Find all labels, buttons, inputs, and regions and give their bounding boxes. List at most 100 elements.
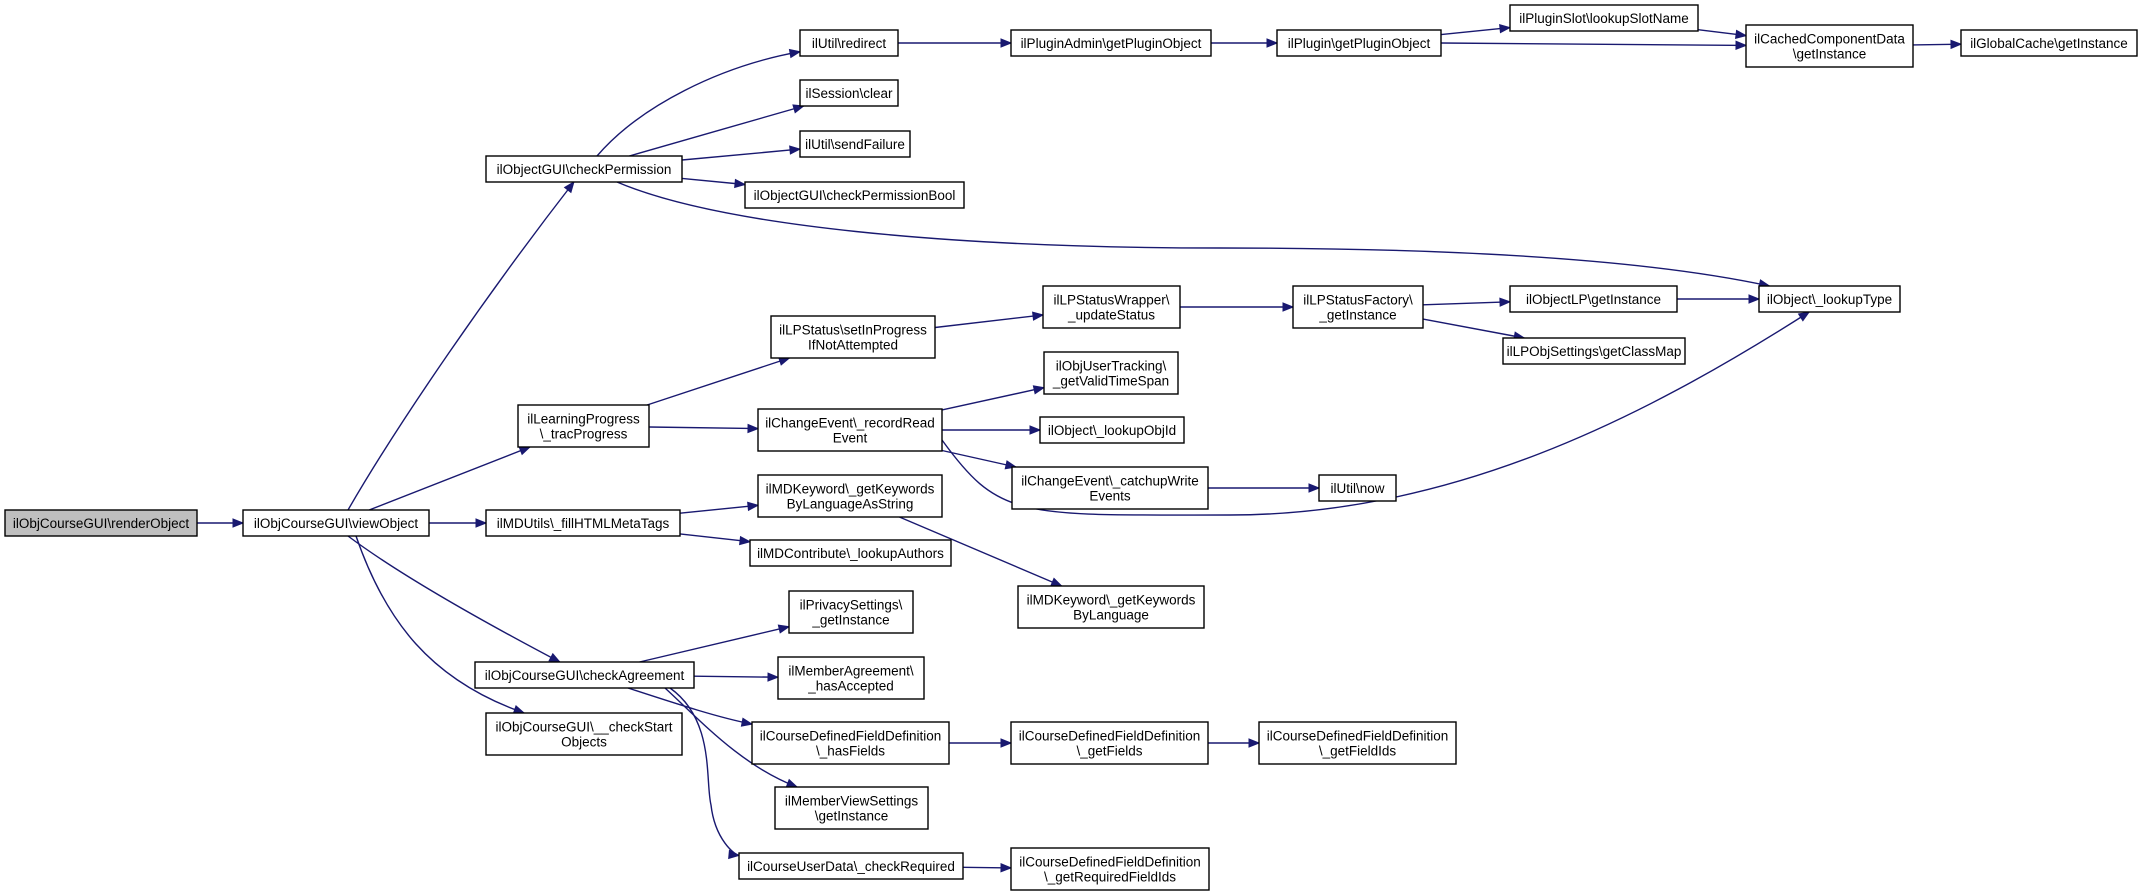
node-getClassMap[interactable]: ilLPObjSettings\getClassMap: [1502, 337, 1686, 365]
node-box[interactable]: [1011, 466, 1209, 510]
node-trackProgress[interactable]: ilLearningProgress\_tracProgress: [517, 404, 650, 448]
arrowhead: [788, 48, 802, 59]
node-box[interactable]: [242, 509, 430, 537]
edge-recordRead-to-lookupType: [941, 311, 1811, 516]
node-memberViewSettings[interactable]: ilMemberViewSettings\getInstance: [774, 786, 929, 830]
node-lpStatusFactory[interactable]: ilLPStatusFactory\_getInstance: [1292, 285, 1424, 329]
node-box[interactable]: [485, 155, 683, 183]
node-getKeywordsStr[interactable]: ilMDKeyword\_getKeywordsByLanguageAsStri…: [757, 474, 943, 518]
node-utilNow[interactable]: ilUtil\now: [1318, 474, 1397, 502]
node-box[interactable]: [1292, 285, 1424, 329]
node-box[interactable]: [1758, 285, 1901, 313]
node-label: _hasAccepted: [807, 679, 894, 694]
node-box[interactable]: [1745, 24, 1914, 68]
node-pluginGetObj[interactable]: ilPlugin\getPluginObject: [1276, 29, 1442, 57]
node-label: ilPlugin\getPluginObject: [1288, 36, 1431, 51]
node-box[interactable]: [749, 539, 952, 567]
node-box[interactable]: [1042, 285, 1181, 329]
edge-setInProgress-to-lpStatusWrapper: [934, 311, 1045, 329]
node-lookupType[interactable]: ilObject\_lookupType: [1758, 285, 1901, 313]
node-box[interactable]: [799, 29, 899, 57]
node-box[interactable]: [1258, 721, 1457, 765]
node-box[interactable]: [774, 786, 929, 830]
node-box[interactable]: [1010, 721, 1209, 765]
node-box[interactable]: [1502, 337, 1686, 365]
node-box[interactable]: [1043, 351, 1179, 395]
node-objectLP[interactable]: ilObjectLP\getInstance: [1509, 285, 1678, 313]
node-sendFailure[interactable]: ilUtil\sendFailure: [799, 130, 911, 158]
edge-line: [681, 177, 746, 186]
node-cachedComponent[interactable]: ilCachedComponentData\getInstance: [1745, 24, 1914, 68]
node-redirect[interactable]: ilUtil\redirect: [799, 29, 899, 57]
node-label: ilLPStatusWrapper\: [1053, 293, 1169, 308]
node-sessionClear[interactable]: ilSession\clear: [799, 79, 899, 107]
node-box[interactable]: [4, 509, 198, 537]
edge-viewObject-to-trackProgress: [368, 446, 532, 511]
node-cdfRequiredIds[interactable]: ilCourseDefinedFieldDefinition\_getRequi…: [1010, 847, 1210, 891]
node-layer: ilObjCourseGUI\renderObject ilObjCourseGU…: [4, 4, 2138, 891]
node-box[interactable]: [1276, 29, 1442, 57]
node-viewObject[interactable]: ilObjCourseGUI\viewObject: [242, 509, 430, 537]
edge-trackProgress-to-setInProgress: [646, 356, 791, 406]
node-validTimeSpan[interactable]: ilObjUserTracking\_getValidTimeSpan: [1043, 351, 1179, 395]
node-box[interactable]: [788, 590, 914, 634]
node-cdfGetFields[interactable]: ilCourseDefinedFieldDefinition\_getField…: [1010, 721, 1209, 765]
node-box[interactable]: [799, 79, 899, 107]
node-label: ilObjCourseGUI\viewObject: [254, 516, 419, 531]
node-box[interactable]: [757, 408, 943, 452]
node-lookupObjId[interactable]: ilObject\_lookupObjId: [1039, 416, 1185, 444]
edge-lpStatusFactory-to-getClassMap: [1422, 318, 1526, 341]
node-renderObject[interactable]: ilObjCourseGUI\renderObject: [4, 509, 198, 537]
node-checkAgreement[interactable]: ilObjCourseGUI\checkAgreement: [474, 661, 695, 689]
node-box[interactable]: [757, 474, 943, 518]
edge-line: [639, 626, 790, 663]
node-box[interactable]: [485, 712, 683, 756]
node-privacySettings[interactable]: ilPrivacySettings\_getInstance: [788, 590, 914, 634]
node-label: \_getRequiredFieldIds: [1044, 870, 1176, 885]
node-checkPermission[interactable]: ilObjectGUI\checkPermission: [485, 155, 683, 183]
node-hasAccepted[interactable]: ilMemberAgreement\_hasAccepted: [777, 656, 925, 700]
node-box[interactable]: [1509, 285, 1678, 313]
node-lookupSlotName[interactable]: ilPluginSlot\lookupSlotName: [1509, 4, 1699, 32]
node-box[interactable]: [1039, 416, 1185, 444]
node-box[interactable]: [517, 404, 650, 448]
node-box[interactable]: [1509, 4, 1699, 32]
node-box[interactable]: [474, 661, 695, 689]
node-box[interactable]: [777, 656, 925, 700]
node-box[interactable]: [485, 509, 681, 537]
node-box[interactable]: [1017, 585, 1205, 629]
node-checkRequired[interactable]: ilCourseUserData\_checkRequired: [738, 852, 964, 880]
node-label: ilChangeEvent\_catchupWrite: [1021, 474, 1199, 489]
edge-checkPermission-to-sessionClear: [629, 104, 805, 157]
node-box[interactable]: [770, 315, 936, 359]
node-box[interactable]: [799, 130, 911, 158]
node-box[interactable]: [1010, 29, 1212, 57]
node-lookupAuthors[interactable]: ilMDContribute\_lookupAuthors: [749, 539, 952, 567]
node-box[interactable]: [738, 852, 964, 880]
node-cdfGetFieldIds[interactable]: ilCourseDefinedFieldDefinition\_getField…: [1258, 721, 1457, 765]
node-label: Objects: [561, 735, 607, 750]
node-lpStatusWrapper[interactable]: ilLPStatusWrapper\_updateStatus: [1042, 285, 1181, 329]
node-fillHTMLMetaTags[interactable]: ilMDUtils\_fillHTMLMetaTags: [485, 509, 681, 537]
node-box[interactable]: [1960, 29, 2138, 57]
node-checkPermissionBool[interactable]: ilObjectGUI\checkPermissionBool: [744, 181, 965, 209]
edge-line: [941, 449, 1017, 468]
edge-line: [1440, 26, 1511, 36]
node-box[interactable]: [1318, 474, 1397, 502]
node-globalCache[interactable]: ilGlobalCache\getInstance: [1960, 29, 2138, 57]
edge-pluginGetObj-to-cachedComponent: [1440, 40, 1748, 51]
node-pluginAdminGetObj[interactable]: ilPluginAdmin\getPluginObject: [1010, 29, 1212, 57]
node-box[interactable]: [744, 181, 965, 209]
arrowhead: [1282, 302, 1295, 312]
arrowhead: [563, 180, 575, 194]
node-label: ilCourseDefinedFieldDefinition: [1019, 855, 1201, 870]
node-box[interactable]: [751, 721, 950, 765]
node-box[interactable]: [1010, 847, 1210, 891]
node-cdfHasFields[interactable]: ilCourseDefinedFieldDefinition\_hasField…: [751, 721, 950, 765]
arrowhead: [1797, 311, 1811, 322]
